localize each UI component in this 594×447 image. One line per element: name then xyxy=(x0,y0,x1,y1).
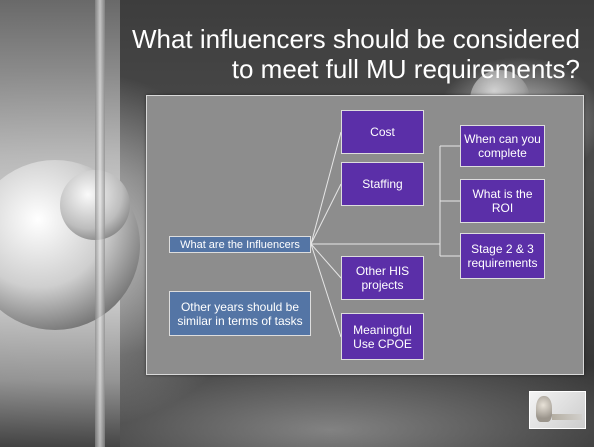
branch-stage-label: Stage 2 & 3 requirements xyxy=(467,242,538,270)
branch-roi-label: What is the ROI xyxy=(472,187,533,215)
branch-cost: Cost xyxy=(341,110,424,154)
root-node-label: What are the Influencers xyxy=(180,238,300,251)
branch-cpoe-label: Meaningful Use CPOE xyxy=(353,322,412,351)
note-node: Other years should be similar in terms o… xyxy=(169,291,311,336)
root-node: What are the Influencers xyxy=(169,236,311,253)
slide-title-line-1: What influencers should be considered xyxy=(131,24,580,54)
logo-figure xyxy=(536,396,552,422)
slide-title: What influencers should be considered to… xyxy=(120,24,580,84)
branch-other-his-label: Other HIS projects xyxy=(355,264,410,292)
branch-staffing: Staffing xyxy=(341,162,424,206)
decorative-rod xyxy=(95,0,105,447)
branch-stage: Stage 2 & 3 requirements xyxy=(460,233,545,279)
branch-when-can-label: When can you complete xyxy=(464,132,541,160)
note-node-label: Other years should be similar in terms o… xyxy=(177,299,303,328)
slide-title-line-2: to meet full MU requirements? xyxy=(231,54,580,84)
logo-scroll xyxy=(552,414,582,420)
branch-staffing-label: Staffing xyxy=(362,177,403,191)
branch-other-his: Other HIS projects xyxy=(341,256,424,300)
branch-when-can: When can you complete xyxy=(460,125,545,167)
branch-cpoe: Meaningful Use CPOE xyxy=(341,313,424,360)
logo-image xyxy=(529,391,586,429)
branch-cost-label: Cost xyxy=(370,125,395,139)
branch-roi: What is the ROI xyxy=(460,179,545,223)
